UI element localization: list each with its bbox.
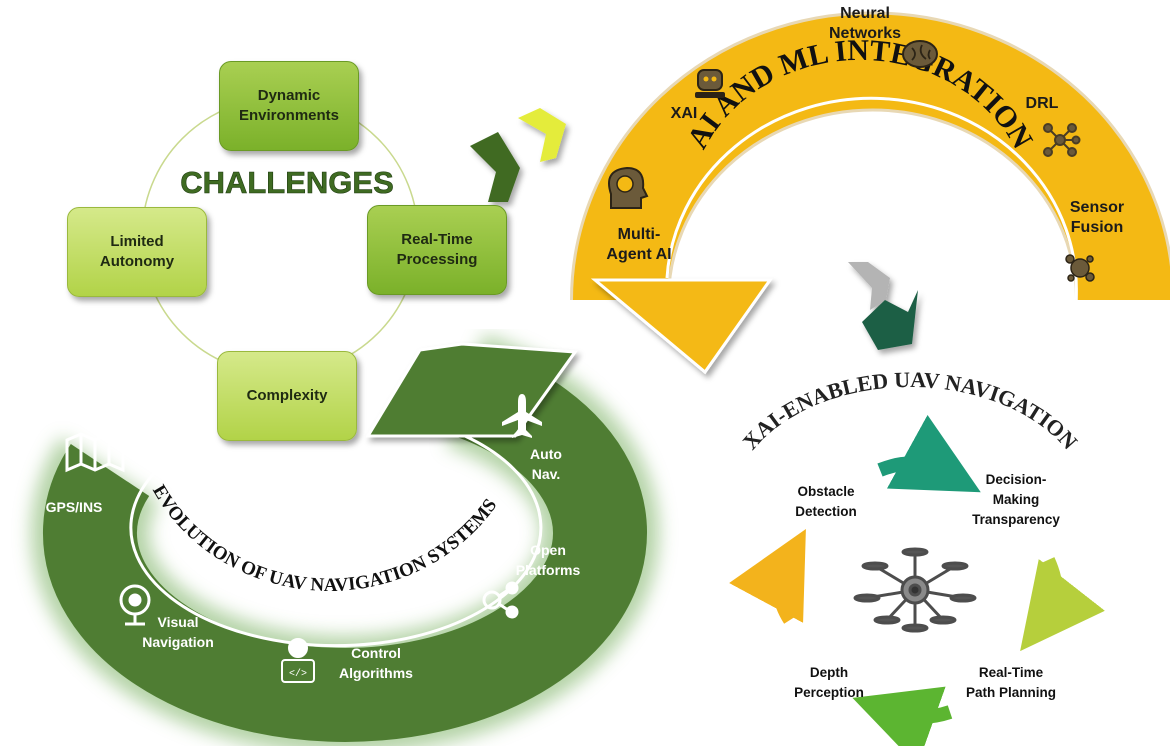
evolution-label-auto-nav: Auto Nav. [530,446,562,482]
ai-label-drl: DRL [1025,95,1059,112]
evolution-label-open-platforms: Open Platforms [515,542,581,578]
chevron-dark-icon [470,132,520,202]
ai-label-xai: XAI [670,105,698,122]
webcam-icon [119,584,151,626]
evolution-label-visual-navigation: Visual Navigation [142,614,214,650]
xai-title: XAI-ENABLED UAV NAVIGATION [737,367,1082,454]
cycle-arrow-amber [729,529,806,624]
ai-label-neural-networks: Neural Networks [828,5,902,42]
svg-text:</>: </> [289,668,307,680]
brain-icon [902,40,938,68]
drone-icon [853,547,977,633]
xai-label-real-time-path-planning: Real-Time Path Planning [965,665,1056,700]
evolution-ring [43,345,647,742]
evolution-label-gps-ins: GPS/INS [45,499,103,515]
sensor-icon [1065,254,1095,282]
challenge-box-dynamic-environments: Dynamic Environments [219,61,359,151]
ai-label-sensor-fusion: Sensor Fusion [1069,199,1125,236]
challenge-box-real-time-processing: Real-Time Processing [367,205,507,295]
cycle-arrow-olive [1020,557,1105,652]
xai-label-depth-perception: Depth Perception [794,665,864,700]
ai-ring-inner-border [665,96,1078,301]
ai-label-multi-agent-ai: Multi- Agent AI [606,226,672,263]
xai-label-decision-making-transparency: Decision- Making Transparency [972,472,1060,527]
network-icon [1043,123,1081,157]
xai-label-obstacle-detection: Obstacle Detection [795,484,857,519]
ai-ring-arrowhead [590,278,773,375]
challenge-box-limited-autonomy: Limited Autonomy [67,207,207,297]
airplane-icon [502,394,542,438]
cycle-arrow-green [852,686,953,746]
chevron-grey-icon [848,262,890,310]
evolution-inner-border [129,434,543,648]
map-icon [65,425,125,473]
developer-icon: </> [281,638,315,683]
chevron-yellow-icon [518,108,566,162]
evolution-label-control-algorithms: Control Algorithms [339,645,413,681]
ai-ring [573,14,1170,301]
challenge-box-complexity: Complexity [217,351,357,441]
cycle-arrow-teal [877,414,981,493]
robot-icon [695,69,725,98]
brain-head-icon [608,166,649,209]
share-icon [482,581,519,619]
chevron-teal-icon [862,290,918,350]
evolution-title: EVOLUTION OF UAV NAVIGATION SYSTEMS [148,481,501,596]
challenges-title: CHALLENGES [180,165,394,200]
